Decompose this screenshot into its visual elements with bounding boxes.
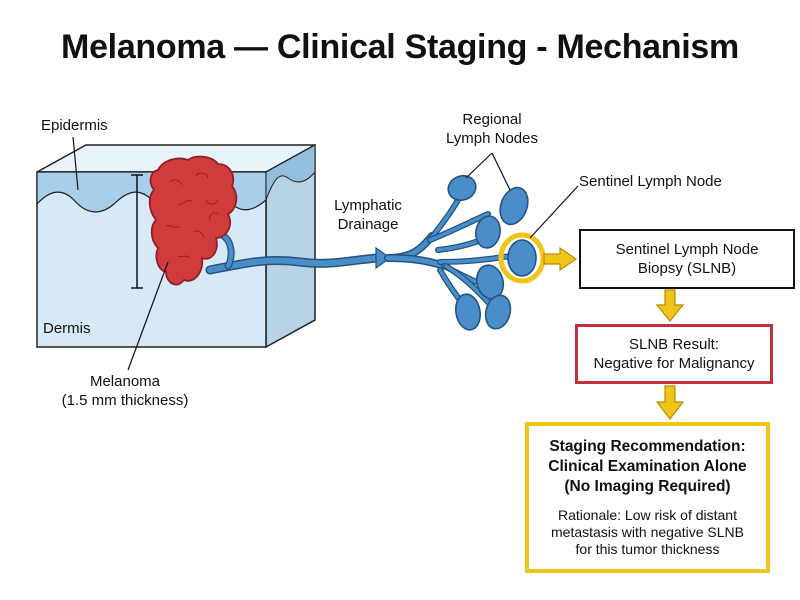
regional-label-line: Regional <box>462 111 522 128</box>
staging-recommendation-box: Staging Recommendation: Clinical Examina… <box>525 422 770 573</box>
regional-nodes-label: Regional Lymph Nodes <box>432 110 552 148</box>
lymph-node <box>454 293 482 331</box>
rationale-text: Rationale: Low risk of distant metastasi… <box>551 507 744 558</box>
lymph-nodes <box>447 174 529 331</box>
melanoma-label-line: (1.5 mm thickness) <box>61 392 189 409</box>
biopsy-line: Sentinel Lymph Node <box>615 241 759 258</box>
rationale-line: Rationale: Low risk of distant <box>558 507 737 523</box>
staging-heading: Staging Recommendation: Clinical Examina… <box>548 437 746 497</box>
slnb-result-box: SLNB Result: Negative for Malignancy <box>575 324 773 384</box>
drainage-label-line: Drainage <box>337 216 399 233</box>
dermis-label: Dermis <box>43 320 91 337</box>
melanoma-label-line: Melanoma <box>89 373 161 390</box>
node-label-leaders <box>465 152 579 239</box>
lymphatic-drainage-label: Lymphatic Drainage <box>318 196 418 234</box>
arrow-to-result <box>655 289 685 322</box>
thickness-marker <box>131 174 143 289</box>
drainage-arrowhead <box>375 246 392 270</box>
result-line: SLNB Result: <box>628 336 720 353</box>
sentinel-node-label: Sentinel Lymph Node <box>579 173 722 190</box>
tumor-texture <box>165 172 219 259</box>
biopsy-line: Biopsy (SLNB) <box>637 260 737 277</box>
rationale-line: for this tumor thickness <box>575 541 720 557</box>
sentinel-node <box>498 232 546 284</box>
lymph-node <box>447 174 477 202</box>
rationale-line: metastasis with negative SLNB <box>551 524 744 540</box>
result-line: Negative for Malignancy <box>593 355 755 372</box>
arrow-to-staging <box>655 385 685 420</box>
melanoma-label: Melanoma (1.5 mm thickness) <box>40 372 210 410</box>
epidermis-side-band <box>265 144 316 201</box>
arrow-to-biopsy <box>543 246 578 272</box>
page-title: Melanoma — Clinical Staging - Mechanism <box>61 28 739 66</box>
melanoma-leader <box>127 261 169 371</box>
lymph-node <box>484 294 512 330</box>
lymph-node <box>475 215 501 249</box>
sentinel-biopsy-box: Sentinel Lymph Node Biopsy (SLNB) <box>579 229 795 289</box>
flow-arrows <box>543 246 685 420</box>
staging-heading-line: Clinical Examination Alone <box>548 458 747 475</box>
staging-heading-line: Staging Recommendation: <box>549 438 746 455</box>
lymphatic-vessels <box>205 228 383 275</box>
epidermis-label: Epidermis <box>41 117 108 134</box>
melanoma-tumor <box>148 155 238 286</box>
epidermis-leader <box>72 136 79 191</box>
drainage-label-line: Lymphatic <box>334 197 402 214</box>
staging-heading-line: (No Imaging Required) <box>564 478 731 495</box>
lymph-node <box>499 186 529 226</box>
regional-label-line: Lymph Nodes <box>446 130 538 147</box>
